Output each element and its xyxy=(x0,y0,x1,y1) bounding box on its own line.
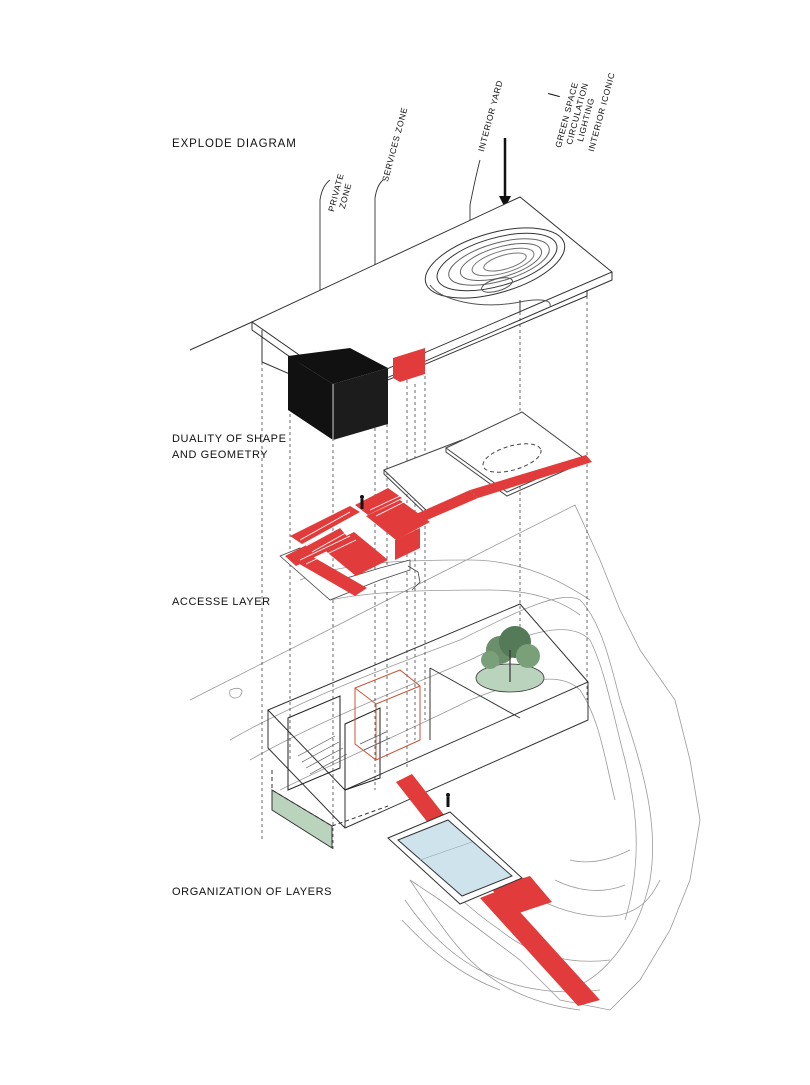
pool xyxy=(387,811,523,905)
duality-layer xyxy=(383,411,585,517)
access-layer xyxy=(279,455,592,601)
arrow-down-icon xyxy=(499,138,511,208)
terrain-contours xyxy=(189,504,701,1011)
duality-label-line1: DUALITY OF SHAPE xyxy=(172,433,287,445)
access-layer-label: ACCESSE LAYER xyxy=(172,596,271,608)
tree-icon xyxy=(475,626,545,693)
person-figure-icon xyxy=(360,495,364,509)
person-figure-icon xyxy=(446,793,450,807)
duality-label-line2: AND GEOMETRY xyxy=(172,449,269,461)
ground-floor-box xyxy=(267,603,589,849)
organization-label: ORGANIZATION OF LAYERS xyxy=(172,886,333,898)
services-zone-volume xyxy=(393,348,425,382)
circulation-path xyxy=(396,774,600,1006)
private-zone-volume xyxy=(288,348,388,440)
diagram-title: EXPLODE DIAGRAM xyxy=(172,138,297,150)
leader-lines xyxy=(319,159,481,340)
